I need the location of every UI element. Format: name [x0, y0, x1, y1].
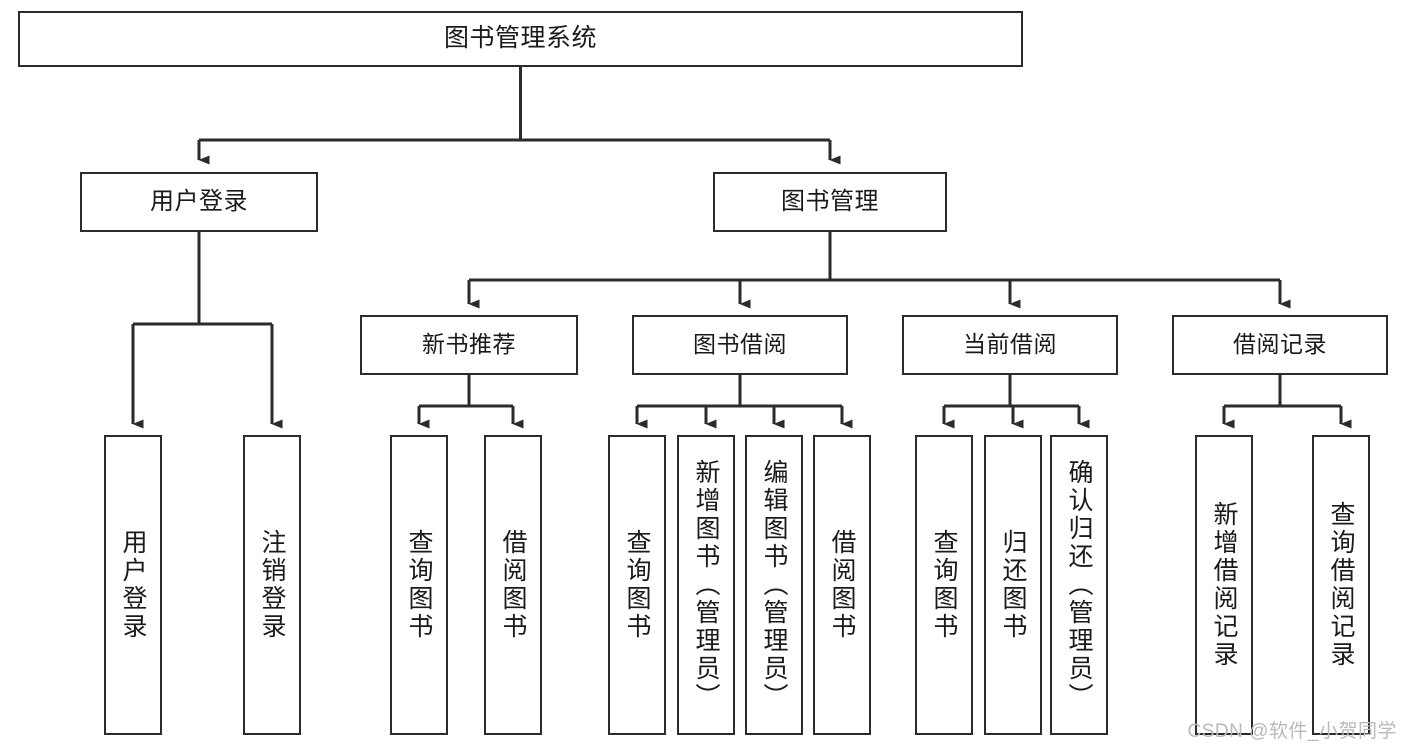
node-leaf-edit-book-label: 编辑图书（管理员） — [760, 459, 788, 711]
node-leaf-query-record[interactable]: 查询借阅记录 — [1312, 435, 1370, 735]
node-leaf-borrow-book-1[interactable]: 借阅图书 — [484, 435, 542, 735]
node-borrow-record[interactable]: 借阅记录 — [1172, 315, 1388, 375]
node-current-borrow-label: 当前借阅 — [963, 331, 1057, 358]
node-leaf-add-book-label: 新增图书（管理员） — [692, 459, 720, 711]
node-current-borrow[interactable]: 当前借阅 — [902, 315, 1118, 375]
node-book-borrow[interactable]: 图书借阅 — [632, 315, 848, 375]
node-leaf-add-record-label: 新增借阅记录 — [1210, 501, 1238, 669]
node-leaf-query-book-2[interactable]: 查询图书 — [608, 435, 666, 735]
node-user-login-label: 用户登录 — [150, 187, 248, 215]
node-leaf-query-book-1-label: 查询图书 — [405, 529, 433, 641]
node-leaf-user-login-label: 用户登录 — [119, 529, 147, 641]
node-root-label: 图书管理系统 — [443, 24, 597, 53]
node-new-book-recommend-label: 新书推荐 — [422, 331, 516, 358]
node-leaf-query-record-label: 查询借阅记录 — [1327, 501, 1355, 669]
node-leaf-borrow-book-2[interactable]: 借阅图书 — [813, 435, 871, 735]
node-leaf-logout[interactable]: 注销登录 — [243, 435, 301, 735]
node-root-system[interactable]: 图书管理系统 — [18, 11, 1023, 67]
node-leaf-query-book-1[interactable]: 查询图书 — [390, 435, 448, 735]
node-leaf-add-book[interactable]: 新增图书（管理员） — [677, 435, 735, 735]
node-leaf-edit-book[interactable]: 编辑图书（管理员） — [745, 435, 803, 735]
node-user-login[interactable]: 用户登录 — [80, 172, 318, 232]
node-leaf-borrow-book-1-label: 借阅图书 — [499, 529, 527, 641]
node-leaf-user-login[interactable]: 用户登录 — [104, 435, 162, 735]
node-new-book-recommend[interactable]: 新书推荐 — [360, 315, 578, 375]
node-leaf-logout-label: 注销登录 — [258, 529, 286, 641]
node-book-borrow-label: 图书借阅 — [693, 331, 787, 358]
node-borrow-record-label: 借阅记录 — [1233, 331, 1327, 358]
node-book-manage-label: 图书管理 — [781, 187, 879, 215]
node-leaf-confirm-return-label: 确认归还（管理员） — [1065, 459, 1093, 711]
node-leaf-confirm-return[interactable]: 确认归还（管理员） — [1050, 435, 1108, 735]
node-leaf-return-book-label: 归还图书 — [999, 529, 1027, 641]
node-book-manage[interactable]: 图书管理 — [713, 172, 947, 232]
node-leaf-query-book-3[interactable]: 查询图书 — [915, 435, 973, 735]
node-leaf-add-record[interactable]: 新增借阅记录 — [1195, 435, 1253, 735]
node-leaf-borrow-book-2-label: 借阅图书 — [828, 529, 856, 641]
node-leaf-return-book[interactable]: 归还图书 — [984, 435, 1042, 735]
node-leaf-query-book-2-label: 查询图书 — [623, 529, 651, 641]
node-leaf-query-book-3-label: 查询图书 — [930, 529, 958, 641]
